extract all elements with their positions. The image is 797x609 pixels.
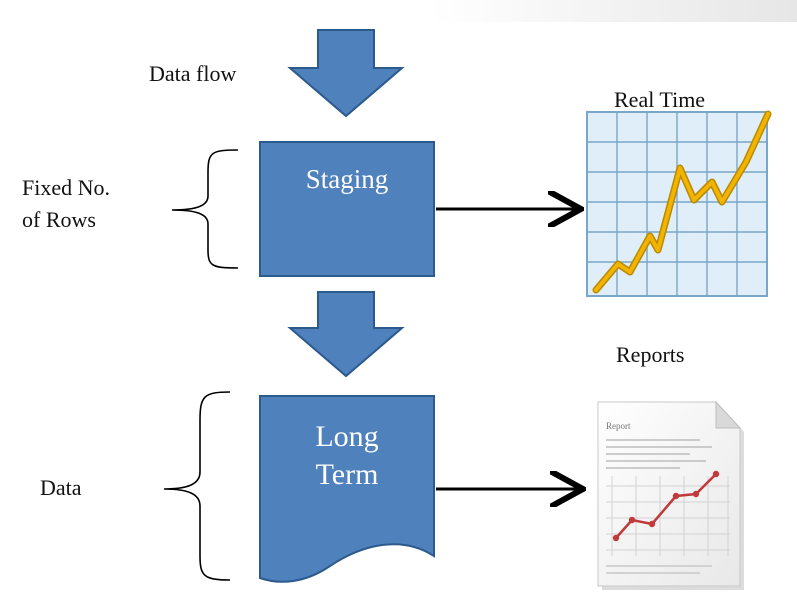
staging-box [259,141,435,277]
staging-to-longterm-arrow-icon [287,291,405,378]
report-document-icon [597,400,744,590]
long-term-box [259,395,435,583]
reports-label: Reports [616,342,685,367]
report-doc-heading: Report [606,421,631,431]
fixed-rows-curly-brace-icon [171,149,239,269]
staging-box-label: Staging [305,164,389,194]
long-term-box-label-line2: Term [315,458,379,491]
data-label: Data [40,475,82,500]
fixed-rows-label-line1: Fixed No. [22,175,110,200]
long-term-box-label-line1: Long [315,420,379,453]
top-shade [430,0,797,22]
real-time-label: Real Time [614,87,706,112]
real-time-line-chart-icon [586,110,772,297]
data-flow-down-arrow-icon [287,29,405,118]
data-curly-brace-icon [163,391,231,581]
fixed-rows-label-line2: of Rows [22,207,96,232]
data-flow-label: Data flow [149,61,237,86]
